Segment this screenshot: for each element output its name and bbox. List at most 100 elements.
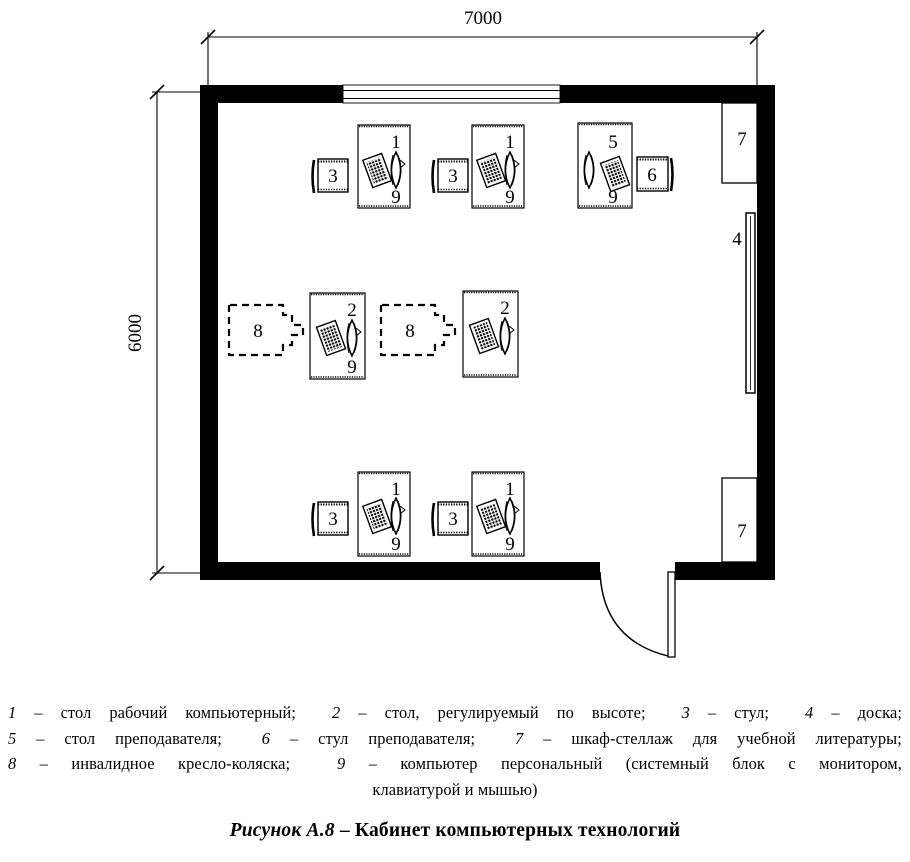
legend-text: стол, регулируемый по высоте; [384,703,646,722]
teacher-desk: 5 9 [577,122,633,209]
chair-icon: 3 [311,501,349,537]
workstation-top-2: 3 1 9 [431,124,525,209]
monitor-icon [346,318,362,358]
desk-computer: 1 9 [471,471,525,557]
caption-number: Рисунок А.8 [229,820,335,841]
chair-icon: 3 [431,158,469,194]
legend-line-2: 5 – стол преподавателя; 6 – стул препода… [8,726,902,752]
legend-num: 6 [261,728,271,748]
wheelchair-label: 8 [405,321,415,342]
teacher-desk-label: 5 [608,132,618,153]
monitor-icon [390,496,406,536]
dimension-left: 6000 [125,84,212,581]
legend-num: 4 [805,703,814,722]
legend-dash: – [523,728,572,748]
teacher-chair-label: 6 [647,165,657,186]
desk-label: 1 [391,479,401,500]
dimension-width-label: 7000 [464,8,502,29]
legend-num: 7 [514,728,524,748]
legend-line-1: 1 – стол рабочий компьютерный; 2 – стол,… [8,700,902,726]
legend-dash: – [16,754,72,773]
bookcase-top-label: 7 [737,129,747,150]
keyboard-icon [361,152,393,189]
monitor-icon [390,150,406,190]
monitor-icon [499,316,515,356]
caption-dash: – [334,820,355,841]
legend-dash: – [689,703,735,722]
keyboard-icon [315,319,347,357]
legend-num: 8 [8,754,17,773]
workstation-bottom-2: 3 1 9 [431,471,525,557]
computer-label: 9 [391,187,401,208]
legend-num: 2 [332,703,341,722]
desk-label: 1 [391,132,401,153]
adjustable-desk-label: 2 [347,300,357,321]
bookcase-bottom-label: 7 [737,521,747,542]
desk-label: 1 [505,132,515,153]
monitor-icon [504,496,520,536]
monitor-icon [504,150,520,190]
teacher-computer-label: 9 [608,187,618,208]
keyboard-icon [468,317,500,355]
legend-text: стул преподавателя; [318,728,476,748]
legend: 1 – стол рабочий компьютерный; 2 – стол,… [8,700,902,802]
computer-label: 9 [347,357,357,378]
chair-label: 3 [328,509,338,530]
legend-text: доска; [857,703,902,722]
dimension-height-label: 6000 [125,314,146,352]
board-label: 4 [732,229,742,250]
legend-text: стол рабочий компьютерный; [60,703,297,722]
adjustable-desk-label: 2 [500,298,510,319]
legend-dash: – [270,728,319,748]
wheelchair-1: 8 [227,303,305,357]
legend-dash: – [345,754,401,773]
desk-computer: 1 9 [357,124,411,209]
bookcase-top: 7 [721,102,758,184]
keyboard-icon [361,498,393,535]
desk-computer: 1 9 [357,471,411,557]
wheelchair-label: 8 [253,321,263,342]
computer-label: 9 [391,534,401,555]
legend-dash: – [340,703,385,722]
board: 4 [732,212,756,394]
legend-text: компьютер персональный (системный блок с… [400,754,902,773]
legend-dash: – [16,703,61,722]
monitor-icon [583,150,595,190]
figure-caption: Рисунок А.8 – Кабинет компьютерных техно… [0,820,910,842]
chair-label: 3 [448,509,458,530]
bookcase-bottom: 7 [721,477,758,563]
computer-label: 9 [505,534,515,555]
legend-dash: – [16,728,65,748]
chair-icon: 3 [311,158,349,194]
teacher-station: 5 9 6 [577,122,674,209]
caption-title: Кабинет компьютерных технологий [354,820,681,841]
legend-num: 5 [8,728,17,748]
chair-label: 3 [448,166,458,187]
desk-label: 1 [505,479,515,500]
adjustable-desk-1: 2 9 [309,292,366,380]
legend-num: 3 [681,703,690,722]
desk-computer: 1 9 [471,124,525,209]
door [599,571,676,658]
legend-num: 9 [336,754,346,773]
keyboard-icon [475,498,507,535]
legend-text: инвалидное кресло-коляска; [71,754,291,773]
floor-plan-drawing: 7000 6000 [125,8,775,658]
workstation-bottom-1: 3 1 9 [311,471,411,557]
wheelchair-2: 8 [379,303,457,357]
computer-label: 9 [505,187,515,208]
legend-line-3: 8 – инвалидное кресло-коляска; 9 – компь… [8,751,902,777]
chair-icon: 3 [431,501,469,537]
legend-text: шкаф-стеллаж для учебной литературы; [571,728,902,748]
chair-label: 3 [328,166,338,187]
keyboard-icon [475,152,507,189]
adjustable-desk-2: 2 [462,290,519,378]
dimension-top: 7000 [200,8,765,92]
room-walls [200,84,775,580]
legend-text: стол преподавателя; [64,728,222,748]
legend-dash: – [813,703,858,722]
legend-text: стул; [734,703,770,722]
legend-line-4: клавиатурой и мышью) [372,779,538,799]
keyboard-icon [599,155,631,193]
